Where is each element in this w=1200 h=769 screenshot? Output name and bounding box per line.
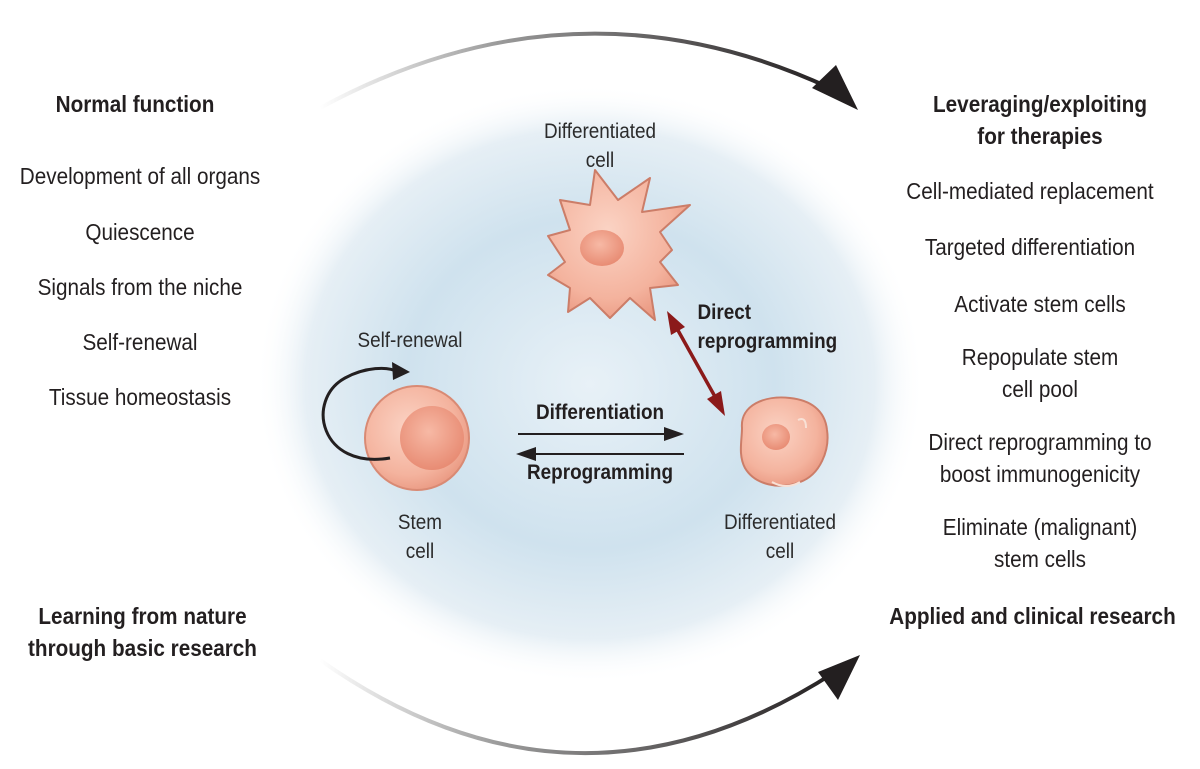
- reprogramming-label: Reprogramming: [527, 461, 673, 484]
- therapies-heading: Leveraging/exploiting for therapies: [914, 88, 1166, 152]
- self-renewal-label: Self-renewal: [357, 329, 463, 352]
- stem-cell-label-line2: cell: [405, 540, 435, 563]
- self-renewal-arrowhead-icon: [392, 362, 410, 380]
- direct-label-line2: reprogramming: [697, 330, 838, 353]
- bottom-arc-arrow: [318, 658, 837, 756]
- right-item-cell-replacement: Cell-mediated replacement: [906, 178, 1154, 204]
- top-arrowhead-icon: [812, 65, 858, 110]
- stem-cell-icon: [364, 385, 470, 491]
- direct-label-line1: Direct: [697, 301, 752, 324]
- basic-research-line2: through basic research: [28, 635, 257, 661]
- round-differentiated-cell-icon: [739, 396, 829, 487]
- reprogramming-arrow: [516, 447, 684, 461]
- stem-cell-label-line1: Stem: [397, 511, 443, 534]
- direct-reprog-line1: Direct reprogramming to: [928, 429, 1152, 455]
- top-cell-label-line1: Differentiated: [543, 120, 657, 143]
- direct-reprogramming-label: Direct reprogramming: [697, 298, 838, 356]
- left-item-signals: Signals from the niche: [37, 274, 243, 300]
- right-item-direct-reprogramming: Direct reprogramming to boost immunogeni…: [910, 426, 1171, 490]
- repopulate-line2: cell pool: [1002, 376, 1078, 402]
- eliminate-line1: Eliminate (malignant): [942, 514, 1138, 540]
- therapies-line1: Leveraging/exploiting: [933, 91, 1147, 117]
- right-item-activate: Activate stem cells: [954, 291, 1126, 317]
- top-cell-label-line2: cell: [585, 149, 615, 172]
- right-cell-label-line1: Differentiated: [723, 511, 837, 534]
- direct-reprog-line2: boost immunogenicity: [939, 461, 1141, 487]
- spiky-cell-icon: [547, 169, 691, 321]
- bottom-arrowhead-icon: [818, 655, 860, 700]
- right-cell-label-line2: cell: [765, 540, 795, 563]
- therapies-line2: for therapies: [977, 123, 1103, 149]
- differentiation-arrow: [518, 427, 684, 441]
- right-item-targeted-differentiation: Targeted differentiation: [924, 234, 1136, 260]
- direct-reprogramming-arrow: [667, 311, 725, 416]
- self-renewal-arrow: [321, 366, 399, 461]
- left-item-tissue-homeostasis: Tissue homeostasis: [48, 384, 232, 410]
- eliminate-line2: stem cells: [993, 546, 1087, 572]
- basic-research-heading: Learning from nature through basic resea…: [23, 600, 262, 664]
- left-item-quiescence: Quiescence: [85, 219, 195, 245]
- right-cell-label: Differentiated cell: [708, 508, 852, 566]
- top-arc-arrow: [319, 31, 831, 110]
- left-item-development: Development of all organs: [19, 163, 261, 189]
- normal-function-heading: Normal function: [55, 91, 215, 117]
- repopulate-line1: Repopulate stem: [961, 344, 1119, 370]
- differentiation-label: Differentiation: [535, 401, 665, 424]
- top-cell-label: Differentiated cell: [528, 117, 672, 175]
- left-item-self-renewal: Self-renewal: [82, 329, 198, 355]
- basic-research-line1: Learning from nature: [38, 603, 247, 629]
- right-item-eliminate: Eliminate (malignant) stem cells: [914, 511, 1166, 575]
- right-item-repopulate: Repopulate stem cell pool: [914, 341, 1166, 405]
- clinical-research-heading: Applied and clinical research: [889, 603, 1176, 629]
- stem-cell-label: Stem cell: [375, 508, 465, 566]
- background-glow: [255, 84, 925, 684]
